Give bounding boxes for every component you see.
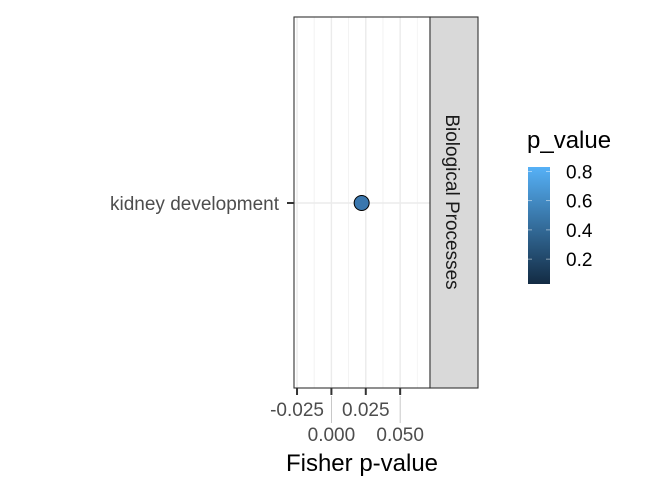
facet-label: Biological Processes	[441, 114, 462, 289]
legend-ticks: 0.8 0.6 0.4 0.2	[528, 162, 593, 271]
facet-strip	[429, 16, 479, 389]
legend-title: p_value	[527, 127, 611, 154]
legend-tick-label: 0.2	[566, 250, 592, 271]
x-tick-label: 0.025	[342, 400, 390, 421]
data-point	[353, 195, 370, 211]
y-tick-label: kidney development	[110, 194, 280, 215]
legend-colorbar	[528, 167, 550, 284]
x-axis-title: Fisher p-value	[286, 450, 438, 477]
legend-tick-label: 0.4	[566, 221, 593, 242]
x-tick-label: -0.025	[270, 400, 324, 421]
legend-tick-label: 0.8	[566, 162, 592, 183]
x-axis: -0.025 0.000 0.025 0.050	[270, 388, 424, 446]
x-tick-label: 0.050	[376, 425, 424, 446]
x-tick-label: 0.000	[308, 425, 356, 446]
points	[353, 195, 370, 211]
legend-tick-label: 0.6	[566, 192, 592, 213]
